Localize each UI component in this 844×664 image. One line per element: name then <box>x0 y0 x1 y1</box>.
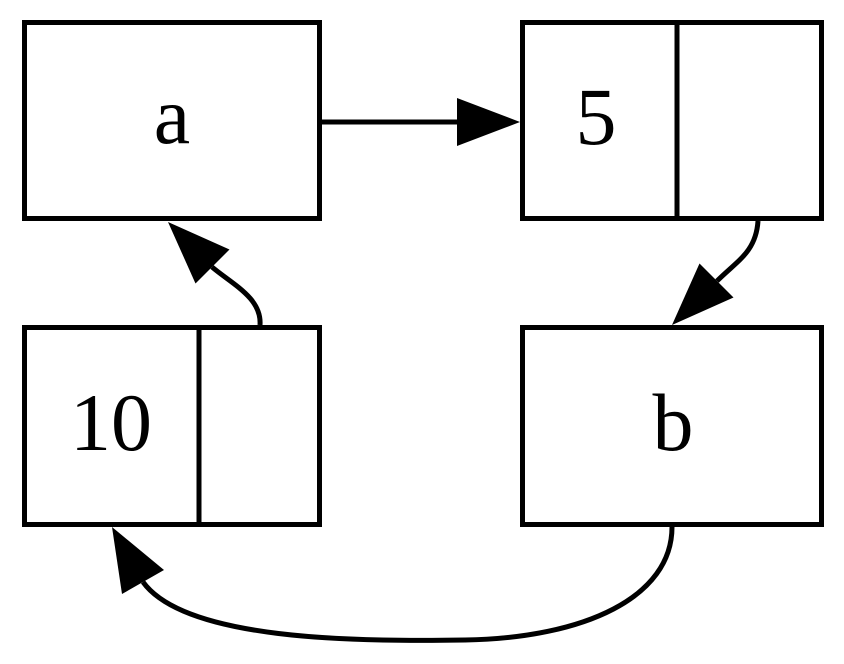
arrowhead-pair10-cdr-to-a <box>168 222 230 284</box>
pair-box-5 <box>520 20 824 221</box>
label-5: 5 <box>576 71 617 162</box>
label-10: 10 <box>70 377 152 468</box>
variable-box-a <box>22 20 322 221</box>
pointer-pair10-cdr-to-a <box>210 265 263 326</box>
variable-box-b <box>520 325 824 527</box>
label-a: a <box>154 70 190 161</box>
arrowhead-a-to-pair5 <box>457 98 520 146</box>
label-b: b <box>653 377 694 468</box>
pointer-b-to-pair10 <box>140 526 675 643</box>
pair-box-10 <box>22 325 322 527</box>
pointer-pair5-cdr-to-b <box>715 220 761 283</box>
arrowhead-pair5-cdr-to-b <box>672 263 734 325</box>
arrowhead-b-to-pair10 <box>112 527 164 594</box>
